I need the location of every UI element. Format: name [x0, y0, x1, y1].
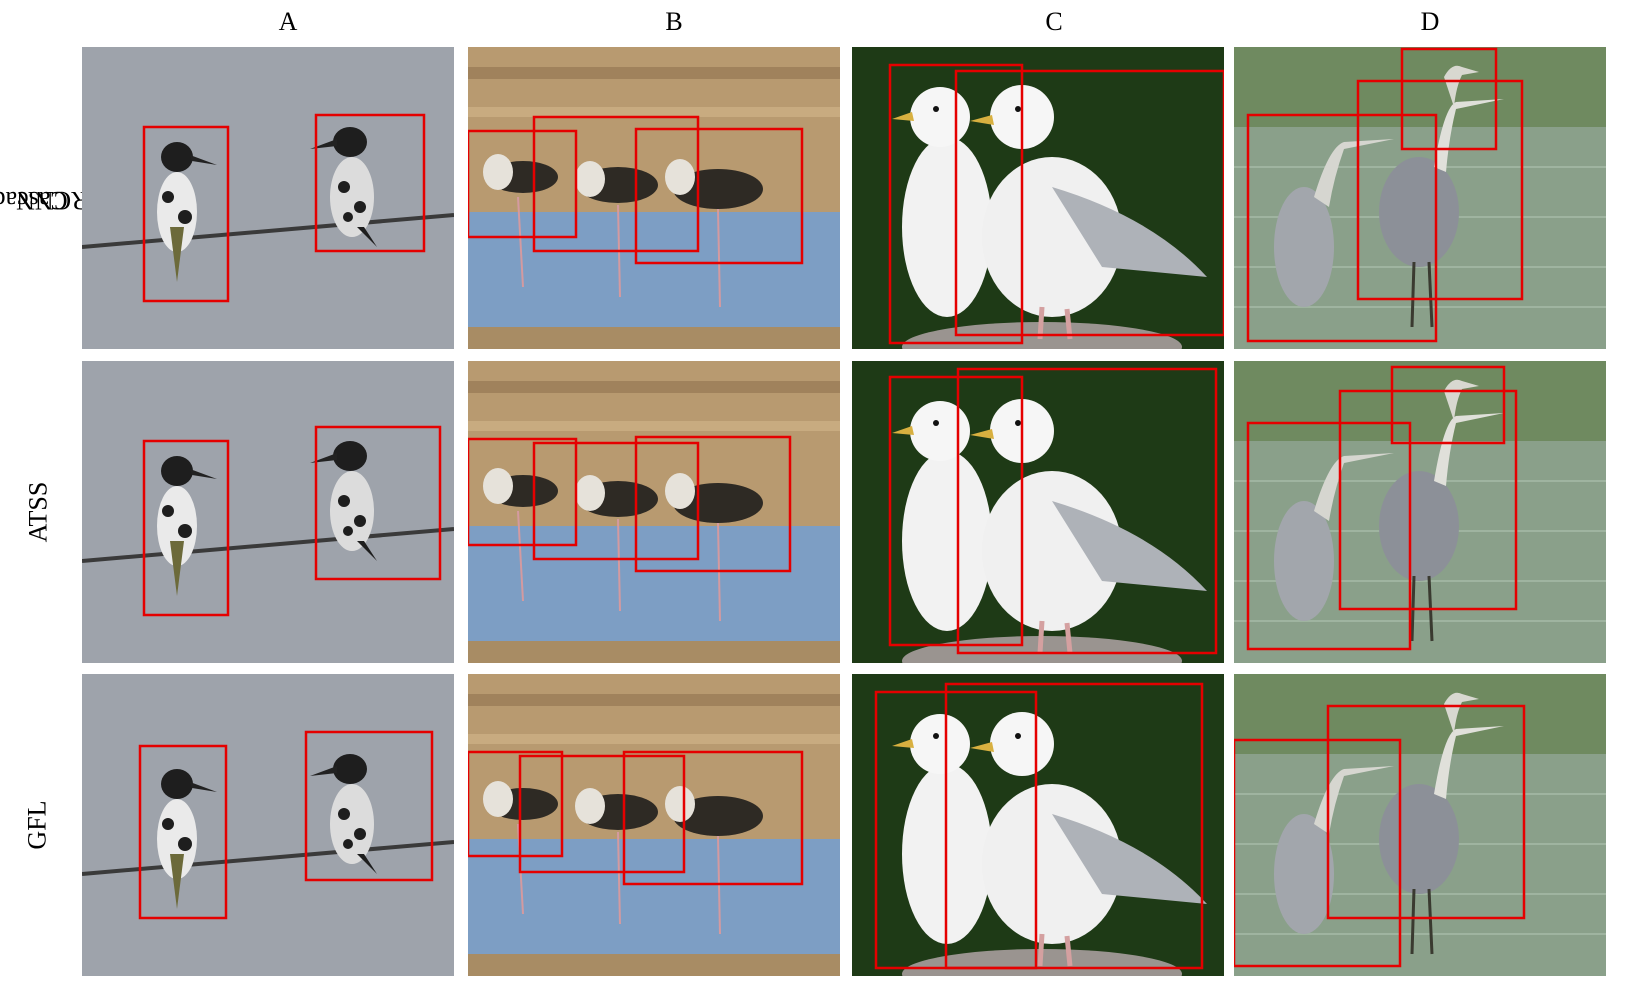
- bounding-box: [944, 682, 1204, 970]
- detection-image: [82, 47, 454, 349]
- bounding-box: [518, 754, 686, 874]
- panel-atss-c: [852, 361, 1224, 663]
- bounding-box: [1390, 365, 1506, 445]
- bounding-box: [304, 730, 434, 882]
- panel-cascade-rcnn-b: [468, 47, 840, 349]
- row-label-line1: ATSS: [23, 481, 53, 543]
- column-header-b: B: [665, 7, 683, 36]
- detection-image: [468, 361, 840, 663]
- panel-atss-a: [82, 361, 454, 663]
- detection-image: [1234, 47, 1606, 349]
- bounding-box: [1246, 421, 1412, 651]
- bounding-box: [138, 744, 228, 920]
- bounding-box: [956, 367, 1218, 655]
- row-label-cascade-rcnn: CascadeRCNN: [0, 50, 88, 350]
- detection-image: [1234, 674, 1606, 976]
- panel-atss-b: [468, 361, 840, 663]
- bounding-box: [532, 115, 700, 253]
- panel-gfl-d: [1234, 674, 1606, 976]
- bounding-box: [468, 129, 578, 239]
- bounding-box: [468, 750, 564, 858]
- bounding-box: [888, 63, 1024, 345]
- panel-gfl-a: [82, 674, 454, 976]
- bounding-box: [1356, 79, 1524, 301]
- panel-gfl-c: [852, 674, 1224, 976]
- panel-cascade-rcnn-c: [852, 47, 1224, 349]
- detection-image: [468, 674, 840, 976]
- bounding-box: [468, 437, 578, 547]
- bounding-box: [142, 439, 230, 617]
- bounding-box: [954, 69, 1224, 337]
- bounding-box: [1326, 704, 1526, 920]
- panel-cascade-rcnn-a: [82, 47, 454, 349]
- bounding-box: [1234, 738, 1402, 968]
- column-header-a: A: [278, 7, 298, 36]
- bounding-box: [1400, 47, 1498, 151]
- row-label-line1: GFL: [23, 800, 52, 850]
- bounding-box: [532, 441, 700, 561]
- detection-image: [82, 361, 454, 663]
- bounding-box: [1338, 389, 1518, 611]
- bounding-box: [634, 435, 792, 573]
- bounding-box: [314, 113, 426, 253]
- detection-image: [468, 47, 840, 349]
- column-header-c: C: [1045, 7, 1063, 36]
- bounding-box: [634, 127, 804, 265]
- detection-image: [852, 674, 1224, 976]
- detection-image: [1234, 361, 1606, 663]
- row-label-atss: ATSS: [8, 362, 68, 662]
- panel-atss-d: [1234, 361, 1606, 663]
- row-label-gfl: GFL: [8, 675, 68, 975]
- bounding-box: [888, 375, 1024, 647]
- bounding-box: [1246, 113, 1438, 343]
- detection-image: [82, 674, 454, 976]
- detection-image: [852, 361, 1224, 663]
- panel-gfl-b: [468, 674, 840, 976]
- bounding-box: [142, 125, 230, 303]
- bounding-box: [314, 425, 442, 581]
- bounding-box: [622, 750, 804, 886]
- column-header-d: D: [1420, 7, 1440, 36]
- panel-cascade-rcnn-d: [1234, 47, 1606, 349]
- detection-image: [852, 47, 1224, 349]
